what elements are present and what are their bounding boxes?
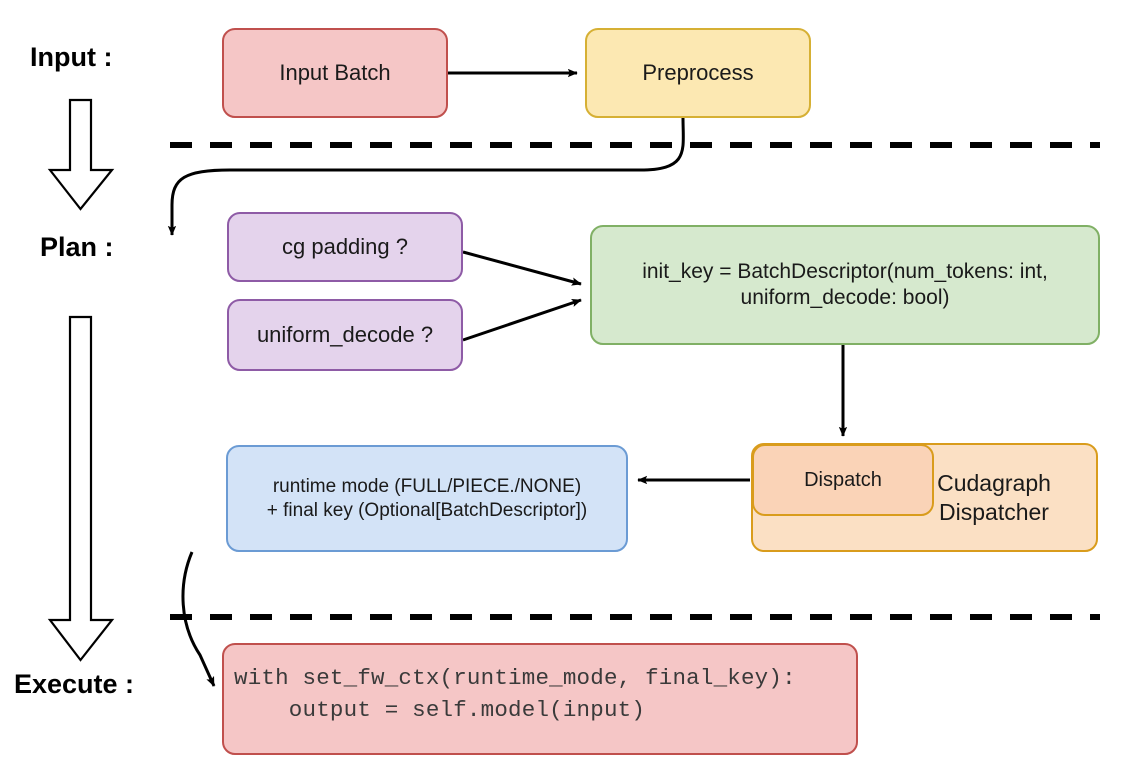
runtime-mode-to-execute-edge xyxy=(181,551,216,687)
node-runtime-mode[interactable]: runtime mode (FULL/PIECE./NONE) + final … xyxy=(226,445,628,552)
node-execute-code[interactable]: with set_fw_ctx(runtime_mode, final_key)… xyxy=(222,643,858,755)
node-preprocess[interactable]: Preprocess xyxy=(585,28,811,118)
input-to-plan-arrow xyxy=(47,98,115,211)
node-uniform-decode[interactable]: uniform_decode ? xyxy=(227,299,463,371)
node-init-key-line2: uniform_decode: bool) xyxy=(740,286,950,309)
stage-label-input: Input : xyxy=(30,42,113,72)
node-cudagraph-dispatcher-line2: Dispatcher xyxy=(939,498,1049,525)
execute-code-line1: with set_fw_ctx(runtime_mode, final_key)… xyxy=(234,665,796,691)
node-init-key[interactable]: init_key = BatchDescriptor(num_tokens: i… xyxy=(590,225,1100,345)
node-runtime-mode-line1: runtime mode (FULL/PIECE./NONE) xyxy=(272,476,582,498)
execute-code-line2: output = self.model(input) xyxy=(234,696,646,723)
cg-padding-to-init-key-edge xyxy=(462,250,582,286)
node-input-batch[interactable]: Input Batch xyxy=(222,28,448,118)
stage-label-plan: Plan : xyxy=(40,232,114,262)
preprocess-to-cg-padding-edge xyxy=(167,117,685,236)
plan-to-execute-arrow xyxy=(47,315,115,662)
node-cudagraph-dispatcher-line1: Cudagraph xyxy=(937,470,1051,497)
uniform-decode-to-init-key-edge xyxy=(462,298,582,342)
node-init-key-line1: init_key = BatchDescriptor(num_tokens: i… xyxy=(642,260,1048,284)
stage-label-execute: Execute : xyxy=(14,669,135,699)
node-runtime-mode-line2: + final key (Optional[BatchDescriptor]) xyxy=(266,499,588,521)
node-cg-padding[interactable]: cg padding ? xyxy=(227,212,463,282)
node-dispatch[interactable]: Dispatch xyxy=(752,444,934,516)
